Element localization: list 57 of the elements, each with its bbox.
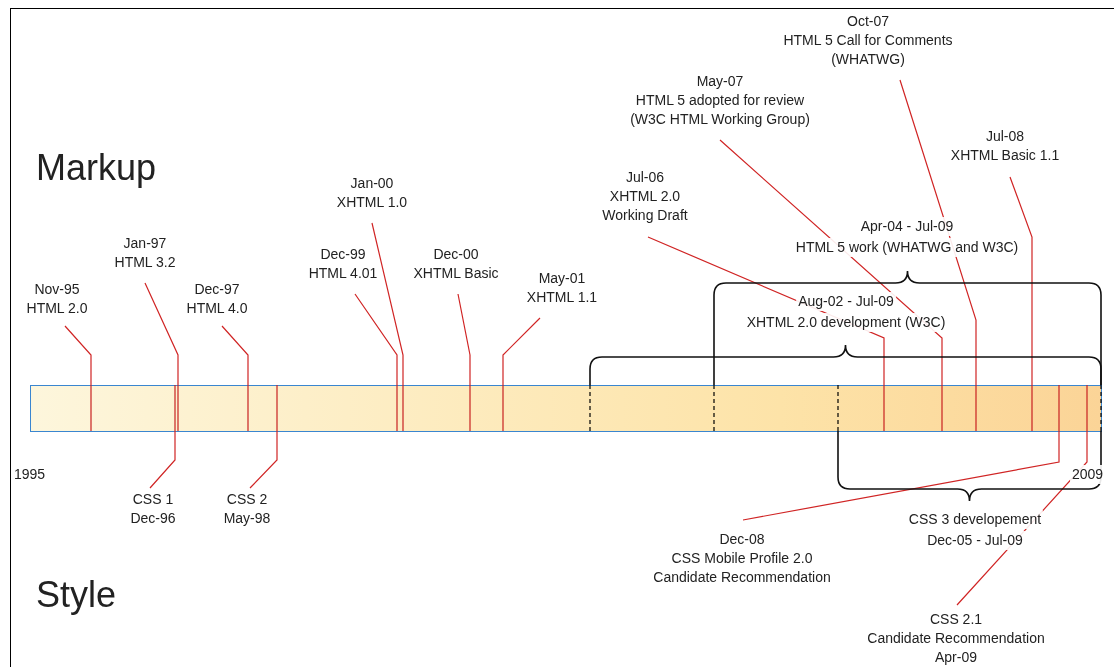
leader-line <box>221 325 249 386</box>
event-label: CSS 1 <box>131 490 175 509</box>
leader-line <box>64 325 92 386</box>
event-label: HTML 2.0 <box>26 299 88 318</box>
event-date: Dec-99 <box>319 245 367 264</box>
event-label: HTML 5 adopted for review <box>634 91 806 110</box>
event-label: HTML 3.2 <box>114 253 176 272</box>
event-label: XHTML Basic <box>413 264 499 283</box>
event-label: Candidate Recommendation <box>867 629 1045 648</box>
event-date: Jul-08 <box>984 127 1026 146</box>
event-label: XHTML 2.0 <box>608 187 682 206</box>
leader-line <box>742 430 1060 521</box>
event-label: HTML 4.01 <box>308 264 378 283</box>
event-label: (W3C HTML Working Group) <box>630 110 810 129</box>
timeline-bar <box>30 385 1102 432</box>
event-label: Candidate Recommendation <box>653 568 831 587</box>
leader-line <box>144 282 179 386</box>
event-label: CSS Mobile Profile 2.0 <box>670 549 814 568</box>
event-date: Jan-00 <box>349 174 395 193</box>
leader-line <box>249 430 278 489</box>
leader-line <box>502 317 541 386</box>
span-label: XHTML 2.0 development (W3C) <box>744 313 948 332</box>
event-date: Jan-97 <box>122 234 168 253</box>
span-label: Apr-04 - Jul-09 <box>858 217 956 236</box>
event-label: CSS 2 <box>225 490 269 509</box>
leader-line <box>149 430 176 489</box>
event-date: May-07 <box>695 72 745 91</box>
leader-line <box>371 222 404 386</box>
event-date: Dec-96 <box>130 509 176 528</box>
leader-line <box>354 293 398 386</box>
span-label: Dec-05 - Jul-09 <box>925 531 1025 550</box>
section-heading: Markup <box>36 148 157 188</box>
event-date: Jul-06 <box>624 168 666 187</box>
event-label: (WHATWG) <box>830 50 906 69</box>
section-heading: Style <box>36 575 117 615</box>
event-date: May-98 <box>223 509 271 528</box>
event-label: XHTML Basic 1.1 <box>950 146 1060 165</box>
event-label: CSS 2.1 <box>928 610 984 629</box>
event-date: Oct-07 <box>846 12 890 31</box>
event-date: Dec-00 <box>432 245 480 264</box>
span-label: Aug-02 - Jul-09 <box>796 292 896 311</box>
leader-line <box>1009 176 1033 386</box>
leader-line <box>457 293 471 386</box>
event-label: XHTML 1.0 <box>336 193 408 212</box>
span-label: HTML 5 work (WHATWG and W3C) <box>793 238 1021 257</box>
event-label: HTML 5 Call for Comments <box>783 31 953 50</box>
event-date: Nov-95 <box>33 280 81 299</box>
event-date: Apr-09 <box>934 648 978 667</box>
event-label: XHTML 1.1 <box>526 288 598 307</box>
event-label: HTML 4.0 <box>186 299 248 318</box>
leader-line <box>899 79 977 386</box>
event-date: May-01 <box>537 269 587 288</box>
year-label: 2009 <box>1070 465 1106 484</box>
event-label: Working Draft <box>602 206 688 225</box>
event-date: Dec-97 <box>193 280 241 299</box>
span-label: CSS 3 developement <box>906 510 1044 529</box>
event-date: Dec-08 <box>718 530 766 549</box>
